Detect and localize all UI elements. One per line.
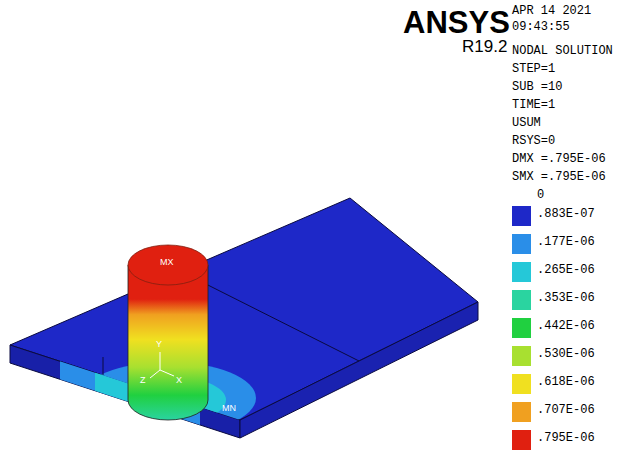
version-label: R19.2: [462, 38, 507, 57]
min-marker: MN: [222, 404, 236, 414]
legend-value: .795E-06: [537, 432, 595, 445]
legend-swatch: [512, 234, 531, 254]
max-marker: MX: [160, 258, 174, 268]
axis-label: X: [176, 376, 182, 386]
legend-value: .265E-06: [537, 264, 595, 277]
legend-value: .442E-06: [537, 320, 595, 333]
legend-swatch: [512, 318, 531, 338]
cylinder-top: [128, 245, 208, 285]
legend-swatch: [512, 262, 531, 282]
legend-swatch: [512, 346, 531, 366]
time-value: TIME=1: [512, 99, 555, 112]
quantity-label: USUM: [512, 117, 541, 130]
coord-system: RSYS=0: [512, 135, 555, 148]
axis-line: [160, 370, 174, 376]
cylinder-body: [128, 265, 208, 420]
legend-swatch: [512, 374, 531, 394]
max-value: SMX =.795E-06: [512, 171, 606, 184]
time-label: 09:43:55: [512, 21, 570, 34]
axis-line: [150, 370, 160, 378]
substep-label: SUB =10: [512, 81, 562, 94]
legend-min: 0: [537, 189, 544, 202]
axis-line: [160, 352, 161, 370]
result-type: NODAL SOLUTION: [512, 45, 613, 58]
plate-side: [240, 302, 478, 438]
legend-value: .177E-06: [537, 236, 595, 249]
date-label: APR 14 2021: [512, 5, 591, 18]
mesh-edge: [103, 357, 104, 375]
max-displacement: DMX =.795E-06: [512, 153, 606, 166]
axis-label: Z: [140, 376, 146, 386]
brand-title: ANSYS: [403, 6, 510, 40]
legend-value: .883E-07: [537, 208, 595, 221]
step-label: STEP=1: [512, 63, 555, 76]
legend-value: .353E-06: [537, 292, 595, 305]
legend-swatch: [512, 290, 531, 310]
legend-swatch: [512, 206, 531, 226]
legend-value: .707E-06: [537, 404, 595, 417]
legend-swatch: [512, 430, 531, 450]
axis-label: Y: [156, 340, 162, 350]
legend-value: .618E-06: [537, 376, 595, 389]
legend-value: .530E-06: [537, 348, 595, 361]
legend-swatch: [512, 402, 531, 422]
